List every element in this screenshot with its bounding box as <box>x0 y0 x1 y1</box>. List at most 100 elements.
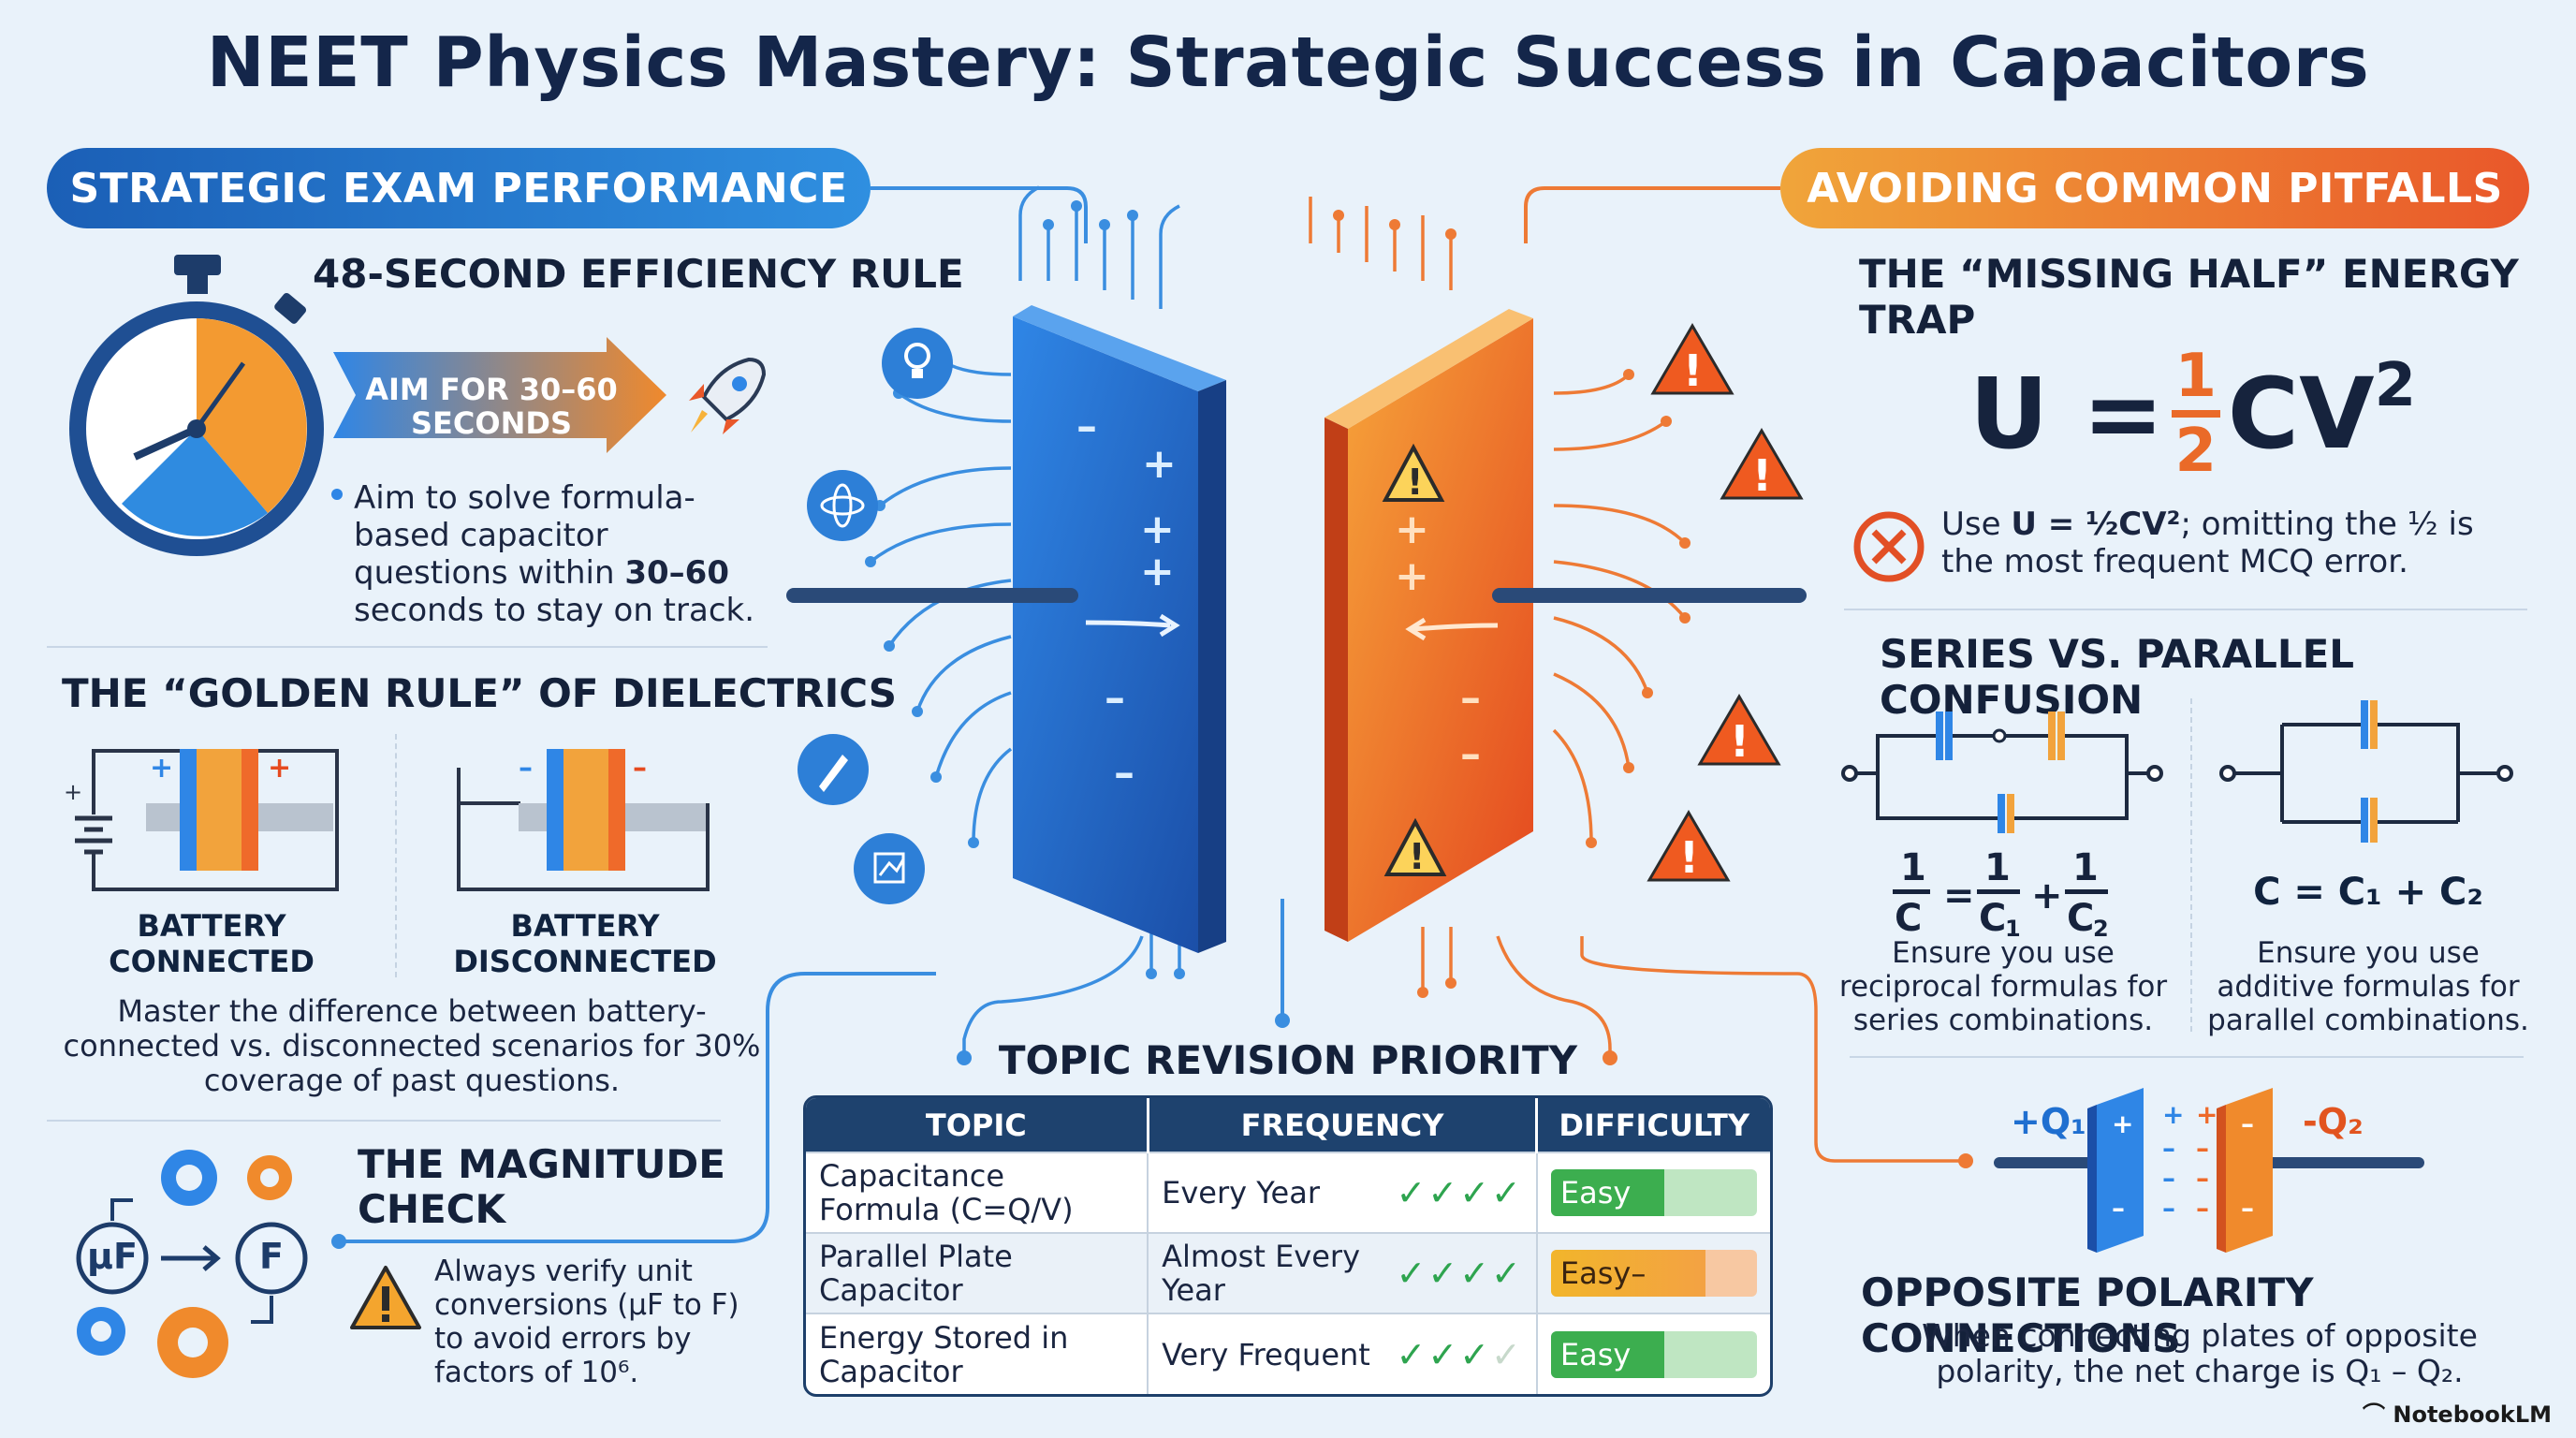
formula-numerator: 1 <box>2174 342 2217 411</box>
svg-text:2: 2 <box>2093 916 2109 936</box>
strategic-exam-banner: STRATEGIC EXAM PERFORMANCE <box>47 148 871 228</box>
difficulty-bar: Easy <box>1550 1330 1757 1378</box>
efficiency-heading: 48-SECOND EFFICIENCY RULE <box>313 251 964 297</box>
table-row: Capacitance Formula (C=Q/V) Every Year✓✓… <box>806 1152 1770 1233</box>
svg-text:!: ! <box>1409 836 1425 877</box>
svg-text:+: + <box>1140 548 1175 595</box>
battery-disconnected-diagram: – – <box>457 749 710 891</box>
battery-disconnected-line2: DISCONNECTED <box>453 944 717 979</box>
frequency-cell: Every Year <box>1162 1175 1320 1211</box>
column-header-frequency: FREQUENCY <box>1148 1098 1539 1152</box>
difficulty-bar: Easy <box>1550 1169 1757 1216</box>
rocket-icon <box>689 357 767 434</box>
efficiency-text-b: seconds to stay on track. <box>354 592 755 629</box>
svg-text:!: ! <box>1683 345 1703 396</box>
svg-text:–: – <box>1114 749 1134 797</box>
svg-text:–: – <box>2196 1163 2209 1194</box>
aim-arrow <box>333 337 666 453</box>
check-icon: ✓ <box>1396 1253 1428 1294</box>
svg-text:–: – <box>2162 1193 2175 1224</box>
svg-text:–: – <box>2112 1193 2125 1224</box>
vertical-divider <box>2190 698 2192 1032</box>
check-icon: ✓ <box>1427 1253 1460 1294</box>
svg-text:–: – <box>1460 674 1481 722</box>
unit-from: µF <box>87 1236 138 1277</box>
dielectrics-heading: THE “GOLDEN RULE” OF DIELECTRICS <box>62 670 898 716</box>
check-icon: ✓ <box>1491 1172 1523 1213</box>
aim-arrow-line1: AIM FOR 30–60 <box>365 372 618 407</box>
difficulty-label: Easy <box>1559 1175 1632 1211</box>
svg-text:C: C <box>1979 897 2006 936</box>
frequency-checks: ✓✓✓✓ <box>1397 1255 1523 1291</box>
svg-text:+: + <box>2031 874 2063 917</box>
energy-trap-heading: THE “MISSING HALF” ENERGY TRAP <box>1859 251 2519 343</box>
difficulty-label: Easy–Medium <box>1559 1255 1647 1291</box>
polarity-plates-illustration: +– –– +– –– +– –– <box>1994 1088 2424 1253</box>
gears-units-illustration <box>76 1150 308 1378</box>
series-formula: 1C = 1C 1 + 1C 2 <box>1893 846 2109 936</box>
energy-trap-text: Use U = ½CV²; omitting the ½ is the most… <box>1941 506 2522 580</box>
frequency-cell: Very Frequent <box>1162 1336 1370 1372</box>
energy-trap-text-bold: U = ½CV² <box>2011 506 2181 543</box>
svg-text:–: – <box>2241 1193 2254 1224</box>
check-icon: ✓ <box>1427 1333 1460 1375</box>
svg-text:+: + <box>1140 506 1175 553</box>
frequency-checks: ✓✓✓✓ <box>1397 1175 1523 1211</box>
error-x-icon <box>1853 511 1925 582</box>
notebooklm-icon: ⌒ <box>2363 1401 2393 1428</box>
brand-text: NotebookLM <box>2393 1401 2552 1428</box>
formula-exponent: 2 <box>2374 351 2417 420</box>
efficiency-text: Aim to solve formula-based capacitor que… <box>331 479 766 629</box>
svg-text:+: + <box>2112 1108 2133 1139</box>
svg-text:!: ! <box>1752 450 1772 501</box>
topic-cell: Capacitance Formula (C=Q/V) <box>806 1152 1149 1233</box>
divider <box>1850 1056 2524 1058</box>
brand-label: ⌒ NotebookLM <box>2363 1396 2552 1429</box>
energy-trap-text-b: ; omitting the ½ is the most frequent MC… <box>1941 506 2474 580</box>
unit-to: F <box>259 1236 284 1277</box>
pitfalls-banner: AVOIDING COMMON PITFALLS <box>1780 148 2529 228</box>
check-icon: ✓ <box>1396 1172 1428 1213</box>
column-header-difficulty: DIFFICULTY <box>1536 1098 1770 1152</box>
stopwatch-icon <box>69 255 324 556</box>
check-icon: ✓ <box>1491 1253 1523 1294</box>
svg-text:+: + <box>2196 1099 2217 1130</box>
svg-text:1: 1 <box>2072 846 2099 889</box>
fraction-bar <box>2171 410 2220 418</box>
topic-cell: Energy Stored in Capacitor <box>806 1313 1149 1394</box>
battery-connected-line1: BATTERY <box>137 908 286 944</box>
check-icon: ✓ <box>1427 1172 1460 1213</box>
svg-text:–: – <box>1460 730 1481 778</box>
svg-text:+: + <box>150 752 173 785</box>
svg-text:+: + <box>2162 1099 2184 1130</box>
svg-text:–: – <box>2241 1108 2254 1139</box>
svg-text:+: + <box>268 752 291 785</box>
check-icon: ✓ <box>1396 1333 1428 1375</box>
efficiency-text-a: Aim to solve formula-based capacitor que… <box>354 479 695 592</box>
battery-disconnected-line1: BATTERY <box>510 908 660 944</box>
svg-text:+: + <box>1395 506 1429 553</box>
frequency-checks: ✓✓✓✓ <box>1397 1337 1523 1372</box>
column-header-topic: TOPIC <box>806 1098 1149 1152</box>
check-icon: ✓ <box>1459 1333 1492 1375</box>
svg-text:–: – <box>1105 674 1125 722</box>
divider <box>47 646 768 648</box>
series-parallel-heading: SERIES VS. PARALLEL CONFUSION <box>1880 631 2355 723</box>
svg-text:–: – <box>2196 1133 2209 1164</box>
energy-formula: U = 1 2 CV 2 <box>1969 346 2416 481</box>
svg-text:+: + <box>1395 552 1429 600</box>
svg-text:–: – <box>2162 1133 2175 1164</box>
parallel-formula: C = C₁ + C₂ <box>2253 871 2483 914</box>
parallel-circuit-diagram <box>2219 700 2513 843</box>
energy-trap-text-a: Use <box>1941 506 2012 543</box>
battery-connected-diagram: + + + <box>64 749 339 891</box>
polarity-heading: OPPOSITE POLARITY CONNECTIONS <box>1861 1269 2314 1361</box>
difficulty-bar: Easy–Medium <box>1550 1250 1757 1297</box>
check-icon: ✓ <box>1459 1172 1492 1213</box>
svg-text:+: + <box>64 779 82 805</box>
dielectrics-text: Master the difference between battery-co… <box>63 993 761 1098</box>
efficiency-text-bold: 30–60 <box>624 554 729 592</box>
warning-icon <box>350 1266 421 1329</box>
svg-text:!: ! <box>1407 462 1423 503</box>
